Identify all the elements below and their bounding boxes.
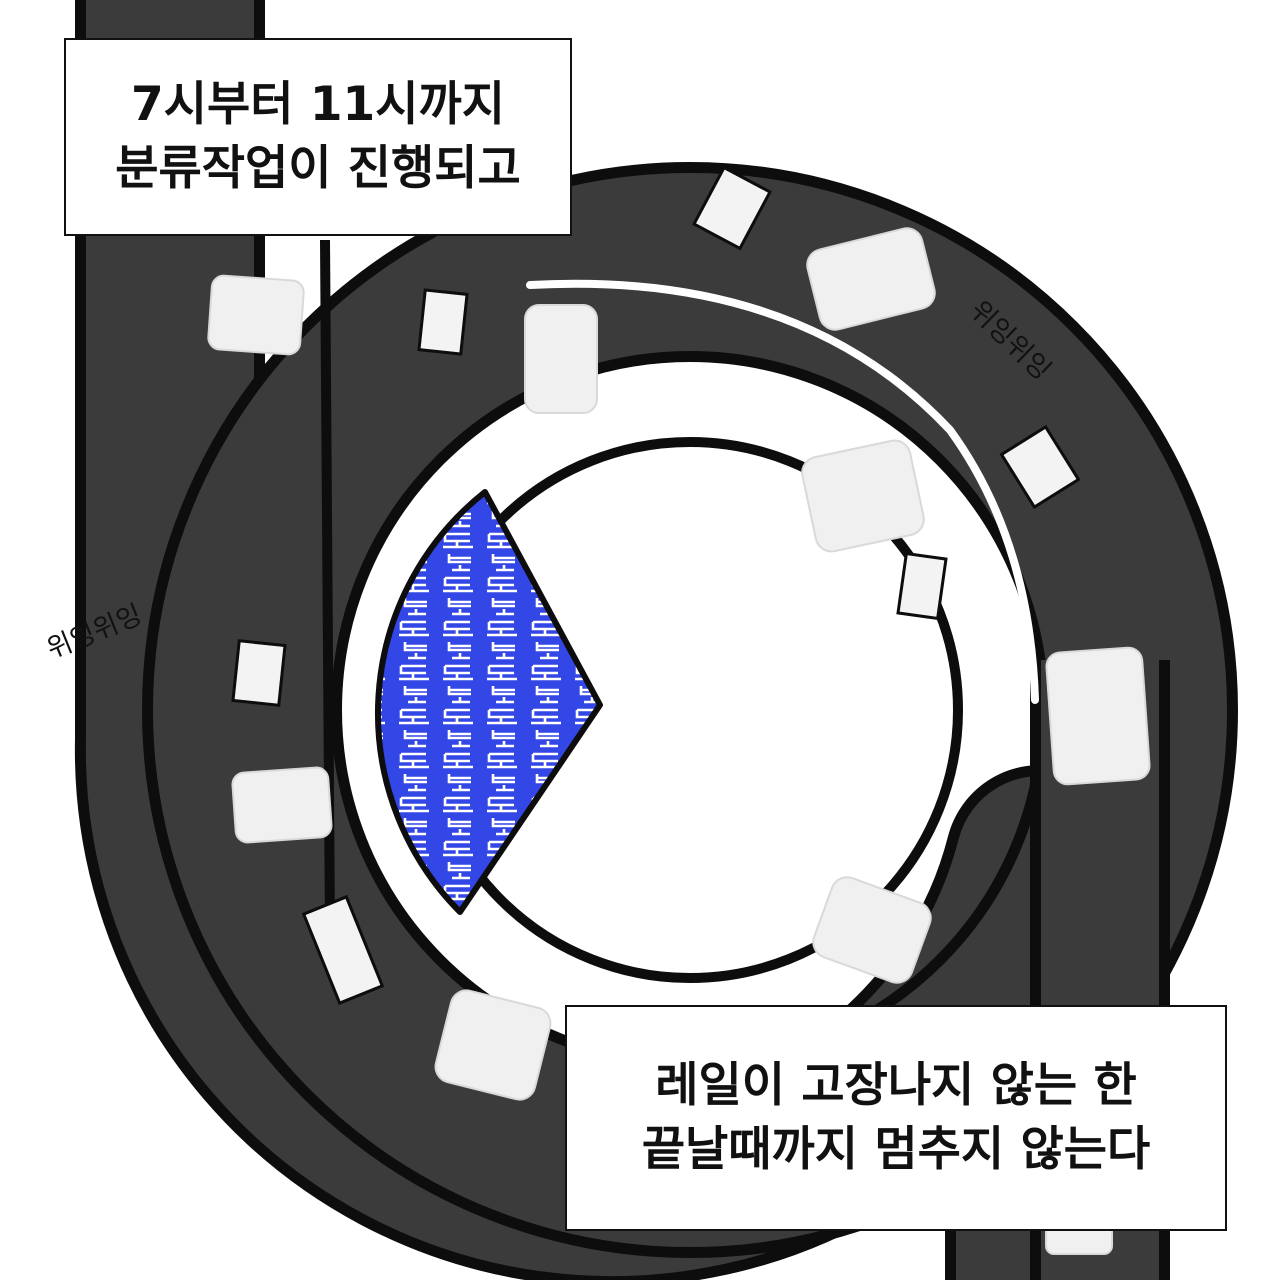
parcel-box	[417, 288, 469, 356]
parcel-box	[301, 894, 385, 1006]
parcel-box	[231, 639, 287, 707]
parcel-boxes	[231, 165, 1081, 1006]
parcel-bundle	[207, 274, 305, 356]
parcel-bundle	[801, 439, 925, 553]
caption-bottom-line-1: 레일이 고장나지 않는 한	[655, 1058, 1137, 1113]
parcel-bundles	[207, 227, 1151, 1255]
caption-top: 7시부터 11시까지 분류작업이 진행되고	[64, 38, 572, 236]
parcel-bundle	[1045, 646, 1151, 786]
parcel-bundle	[812, 876, 932, 984]
parcel-bundle	[231, 766, 333, 844]
parcel-box	[896, 551, 948, 621]
caption-bottom-line-2: 끝날때까지 멈추지 않는다	[641, 1122, 1151, 1177]
parcel-box	[691, 165, 773, 251]
parcel-box	[999, 424, 1081, 510]
caption-top-line-2: 분류작업이 진행되고	[115, 141, 521, 196]
belt-rail-line	[526, 279, 1039, 704]
caption-top-line-1: 7시부터 11시까지	[131, 77, 505, 132]
caption-bottom: 레일이 고장나지 않는 한 끝날때까지 멈추지 않는다	[565, 1005, 1227, 1231]
parcel-bundle	[806, 227, 936, 331]
parcel-bundle	[524, 304, 598, 414]
sorting-chute	[374, 489, 603, 915]
parcel-bundle	[434, 989, 552, 1101]
